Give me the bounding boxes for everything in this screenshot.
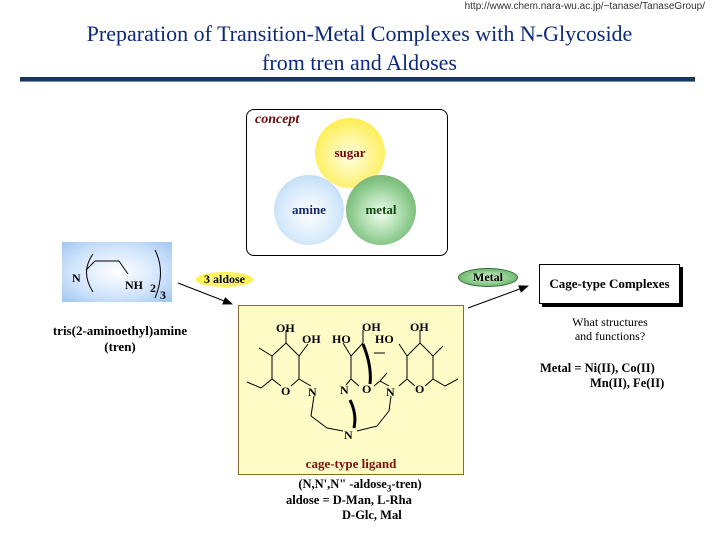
atom-label: O <box>281 384 290 398</box>
ligand-bond <box>356 425 378 432</box>
ligand-bond <box>398 378 408 387</box>
ligand-bond <box>342 342 352 357</box>
atom-label: N <box>340 383 349 397</box>
metal-list-line2: Mn(II), Fe(II) <box>590 376 665 390</box>
ligand-bond <box>345 378 352 386</box>
tren-repeat-count: 3 <box>160 288 166 302</box>
atom-label: OH <box>410 320 429 334</box>
ligand-wedge-bond <box>361 343 372 385</box>
tren-structure-drawing: N NH 2 3 <box>72 249 166 302</box>
concept-circle-label: sugar <box>334 145 366 160</box>
reagent-aldose-badge: 3 aldose <box>196 272 253 287</box>
ligand-formula-prefix: (N,N',N" -aldose <box>298 477 387 491</box>
ligand-bond <box>444 378 459 387</box>
concept-circle-label: amine <box>292 202 326 217</box>
tren-nh2-atom: NH <box>125 278 144 292</box>
tren-right-bracket <box>154 249 161 299</box>
ligand-bond <box>350 378 360 387</box>
research-question: What structures and functions? <box>545 315 675 343</box>
source-url: http://www.chem.nara-wu.ac.jp/~tanase/Ta… <box>464 1 705 12</box>
research-question-line2: and functions? <box>574 329 646 343</box>
ligand-bond <box>246 381 262 389</box>
ligand-wedge-bond <box>348 399 357 429</box>
ligand-formula-subscript: 3 <box>386 483 392 494</box>
ligand-bond <box>376 410 390 427</box>
atom-label: O <box>415 382 424 396</box>
atom-label: OH <box>276 321 295 335</box>
tren-left-bracket <box>86 253 94 293</box>
ligand-bond <box>406 342 421 357</box>
concept-label: concept <box>255 112 300 127</box>
tren-structure-panel: N NH 2 3 <box>62 242 172 302</box>
aldose-list-line1: aldose = D-Man, L-Rha <box>286 493 412 507</box>
ligand-bond <box>373 380 381 387</box>
tren-n-atom: N <box>72 271 81 285</box>
ligand-formula: (N,N',N" -aldose3-tren) <box>250 477 470 497</box>
ligand-formula-suffix: -tren) <box>391 477 422 491</box>
cage-ligand-structure: OH OH HO OH HO OH O N N O N O N <box>246 320 459 442</box>
cage-complexes-box: Cage-type Complexes <box>539 264 680 304</box>
ligand-bond <box>432 378 446 387</box>
reagent-metal-badge: Metal <box>458 268 518 287</box>
ligand-bond <box>388 395 392 412</box>
research-question-line1: What structures <box>572 315 648 329</box>
atom-label: OH <box>362 320 381 334</box>
cage-ligand-label: cage-type ligand <box>305 456 397 471</box>
ligand-bond <box>258 347 273 357</box>
tren-bond <box>85 260 96 271</box>
ligand-bond <box>271 378 282 387</box>
ligand-bond <box>298 343 309 357</box>
atom-label: HO <box>375 332 394 346</box>
title-divider <box>20 77 695 82</box>
atom-label: N <box>308 385 317 399</box>
arrow-ligand-to-complex <box>467 285 529 309</box>
tren-caption: tris(2-aminoethyl)amine (tren) <box>40 323 200 355</box>
ligand-bond <box>432 345 444 357</box>
tren-abbrev: (tren) <box>104 339 136 354</box>
ligand-bond <box>298 378 312 387</box>
ligand-bond <box>424 378 434 387</box>
aldose-list: aldose = D-Man, L-Rha D-Glc, Mal <box>286 493 412 523</box>
ligand-bond <box>271 342 287 357</box>
page-title-line2: from tren and Aldoses <box>262 50 457 75</box>
ligand-bond <box>379 380 390 387</box>
tren-nh2-subscript: 2 <box>150 281 156 295</box>
ligand-bond <box>290 378 300 387</box>
page-title-line1: Preparation of Transition-Metal Complexe… <box>86 21 633 46</box>
ligand-bond <box>350 342 364 357</box>
atom-label: N <box>386 385 395 399</box>
ligand-bond <box>310 395 315 417</box>
metal-list-line1: Metal = Ni(II), Co(II) <box>540 361 655 375</box>
concept-circle-label: metal <box>365 202 397 217</box>
atom-label: O <box>362 382 371 396</box>
ligand-bond <box>419 342 434 357</box>
ligand-bond <box>398 343 408 357</box>
aldose-list-line2: D-Glc, Mal <box>342 508 402 522</box>
atom-label: OH <box>302 332 321 346</box>
ligand-bond <box>326 427 344 432</box>
ligand-bond <box>260 378 273 389</box>
concept-circle-amine: amine <box>274 175 344 245</box>
metal-list: Metal = Ni(II), Co(II) Mn(II), Fe(II) <box>540 361 680 391</box>
ligand-bond <box>406 378 416 387</box>
ligand-bond <box>379 372 388 382</box>
concept-panel: concept sugar amine metal <box>246 109 448 256</box>
ligand-bond <box>285 342 300 357</box>
tren-full-name: tris(2-aminoethyl)amine <box>52 323 188 338</box>
cage-ligand-panel: OH OH HO OH HO OH O N N O N O N cage-typ… <box>238 305 464 475</box>
atom-label: HO <box>332 332 351 346</box>
ligand-bond <box>310 415 328 429</box>
tren-bond <box>118 260 129 275</box>
concept-circle-metal: metal <box>346 175 416 245</box>
atom-label: N <box>344 428 353 442</box>
arrow-tren-to-ligand <box>177 282 233 305</box>
